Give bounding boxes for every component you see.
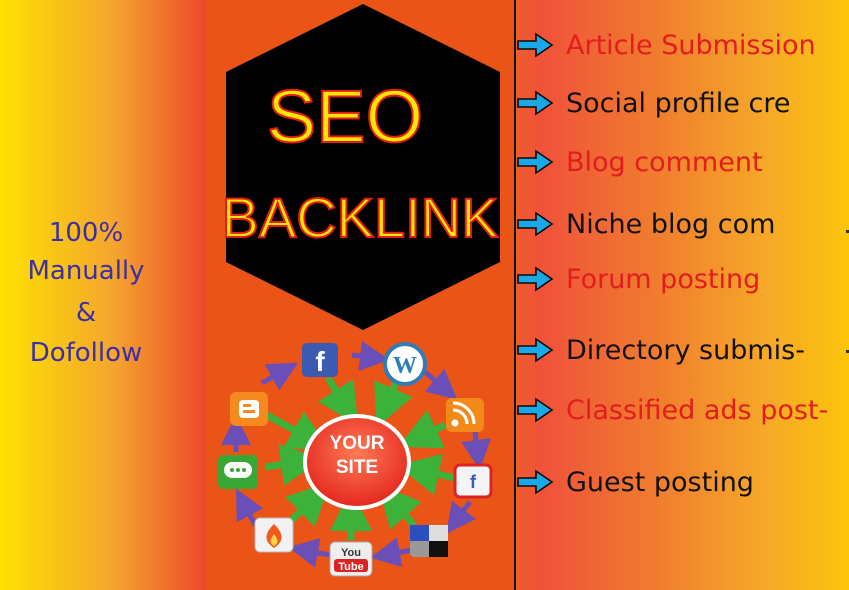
svg-text:f: f xyxy=(470,472,477,492)
service-label: Niche blog com xyxy=(566,208,776,240)
arrow-right-icon xyxy=(517,397,554,423)
service-label: Blog comment xyxy=(566,146,763,178)
service-label: Directory submis- xyxy=(566,334,805,366)
service-item: Article Submission xyxy=(514,28,816,62)
service-label: Forum posting xyxy=(566,263,761,295)
service-label: Social profile cre xyxy=(566,87,791,119)
rss-icon xyxy=(446,398,484,432)
facebook-share-icon: f xyxy=(453,463,493,499)
your-site-label: YOUR SITE xyxy=(305,432,409,480)
your-site-line2: SITE xyxy=(335,457,379,478)
delicious-icon xyxy=(410,525,448,557)
your-site-line1: YOUR xyxy=(329,433,385,454)
service-item: Niche blog com xyxy=(514,207,775,241)
blogger-icon xyxy=(230,392,268,426)
chat-icon xyxy=(218,455,258,489)
arrow-right-icon xyxy=(517,211,554,237)
arrow-right-icon xyxy=(517,32,554,58)
ring-purple-arrows xyxy=(221,341,491,568)
youtube-icon: You Tube xyxy=(329,541,373,577)
service-item: Classified ads post- xyxy=(514,393,828,427)
right-panel xyxy=(514,0,849,590)
svg-text:Tube: Tube xyxy=(338,561,363,573)
left-line-dofollow: Dofollow xyxy=(29,338,143,368)
left-panel xyxy=(0,0,205,590)
arrow-right-icon xyxy=(517,469,554,495)
seo-title: SEO xyxy=(266,75,424,158)
service-item: Directory submis- xyxy=(514,333,805,367)
wordpress-icon: W xyxy=(383,342,427,386)
service-item: Blog comment xyxy=(514,145,763,179)
arrow-right-icon xyxy=(517,266,554,292)
facebook-icon: f xyxy=(302,343,338,377)
service-item: Forum posting xyxy=(514,262,760,296)
svg-text:You: You xyxy=(341,547,361,559)
service-label: Guest posting xyxy=(566,466,754,498)
arrow-right-icon xyxy=(517,337,554,363)
service-label: Classified ads post- xyxy=(566,394,829,426)
edge-mark-1 xyxy=(846,230,849,233)
backlink-title: BACKLINK xyxy=(221,186,500,249)
left-line-ampersand: & xyxy=(75,298,97,328)
arrow-right-icon xyxy=(517,149,554,175)
feedburner-icon xyxy=(254,517,294,553)
svg-text:f: f xyxy=(315,346,325,377)
your-site-hub xyxy=(303,414,411,510)
service-item: Guest posting xyxy=(514,465,754,499)
left-line-percent: 100% xyxy=(48,218,124,248)
edge-mark-2 xyxy=(846,350,849,353)
svg-text:W: W xyxy=(393,353,417,379)
service-label: Article Submission xyxy=(566,29,816,61)
arrow-right-icon xyxy=(517,90,554,116)
service-item: Social profile cre xyxy=(514,86,790,120)
left-line-manually: Manually xyxy=(27,256,145,286)
